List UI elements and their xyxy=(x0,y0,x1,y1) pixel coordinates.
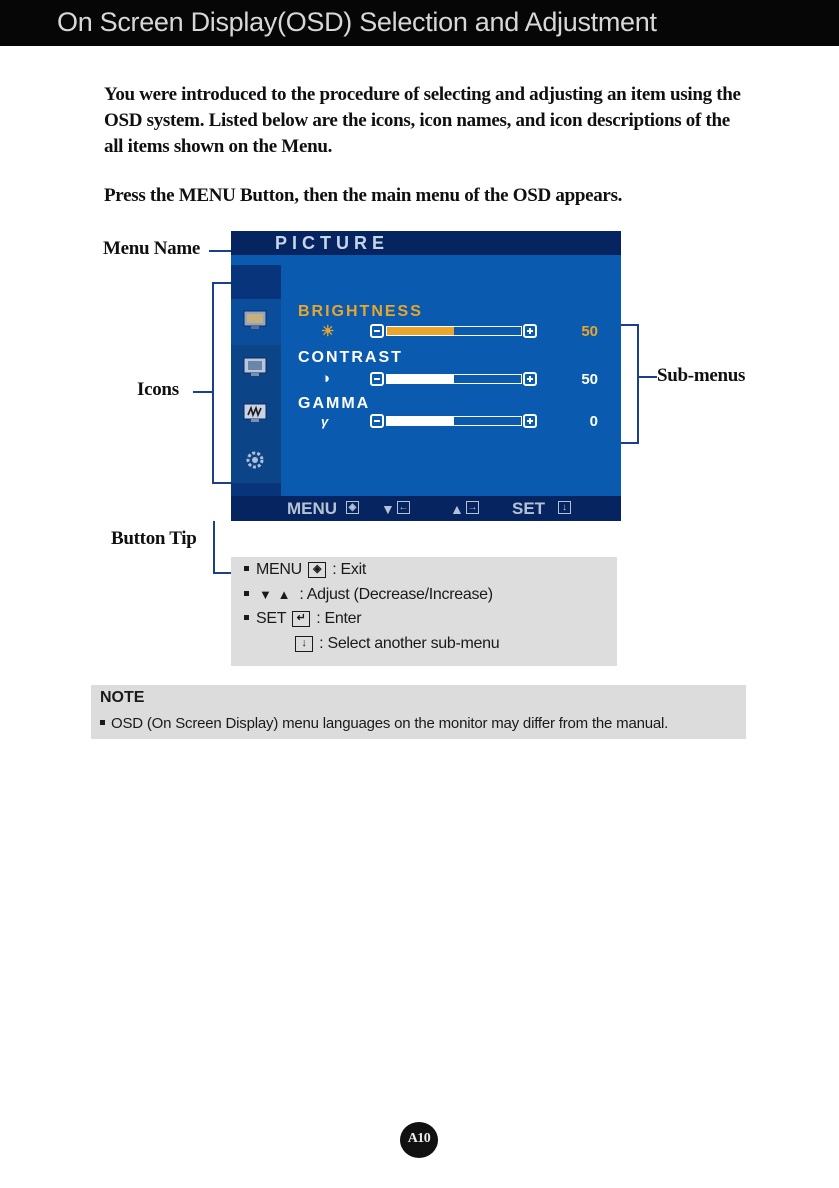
down-arrow-icon: ▼ xyxy=(381,501,395,517)
footer-menu-label: MENU xyxy=(287,499,338,518)
exit-key-icon: ◈ xyxy=(308,561,327,578)
up-triangle-icon: ▲ xyxy=(277,587,291,602)
intro-paragraph: You were introduced to the procedure of … xyxy=(104,84,741,157)
tip-enter: SET ↵ : Enter xyxy=(244,610,362,628)
down-triangle-icon: ▼ xyxy=(259,587,272,602)
tip-next-text: : Select another sub-menu xyxy=(319,635,500,652)
osd-icon-sidebar xyxy=(231,265,281,496)
tracking-icon xyxy=(243,357,267,376)
button-tip-bracket-vertical xyxy=(213,521,215,574)
submenus-bracket-vertical xyxy=(637,324,639,444)
sidebar-slot-settings[interactable] xyxy=(231,437,281,483)
minus-key-icon: ← xyxy=(397,501,410,514)
note-box: NOTE OSD (On Screen Display) menu langua… xyxy=(91,685,746,739)
note-text: OSD (On Screen Display) menu languages o… xyxy=(100,715,668,732)
gear-icon xyxy=(246,451,264,469)
brightness-icon: ☀ xyxy=(321,323,335,340)
submenu-label: CONTRAST xyxy=(298,349,403,366)
callout-menu-name: Menu Name xyxy=(103,238,201,259)
submenus-bracket-top xyxy=(608,324,638,326)
decrease-icon[interactable] xyxy=(370,324,384,338)
contrast-icon: ◑ xyxy=(321,370,331,387)
submenu-label: BRIGHTNESS xyxy=(298,303,423,320)
submenus-leader-line xyxy=(637,376,657,378)
icons-bracket-bottom xyxy=(212,482,231,484)
tip-enter-text: : Enter xyxy=(316,610,362,627)
footer-set-label: SET xyxy=(512,499,546,518)
osd-menu-panel: PICTURE xyxy=(231,231,621,521)
page-header-bar: On Screen Display(OSD) Selection and Adj… xyxy=(0,0,839,46)
gamma-slider[interactable] xyxy=(386,416,522,426)
down-key-icon: ↓ xyxy=(295,635,313,652)
contrast-slider[interactable] xyxy=(386,374,522,384)
callout-icons: Icons xyxy=(137,379,179,400)
page-number-badge: A10 xyxy=(400,1122,438,1158)
press-menu-instruction: Press the MENU Button, then the main men… xyxy=(104,185,623,206)
slider-fill xyxy=(387,327,454,335)
osd-title-bar: PICTURE xyxy=(231,231,621,255)
tip-menu-label: MENU xyxy=(256,561,302,578)
tip-adjust-text: : Adjust (Decrease/Increase) xyxy=(299,586,493,603)
callout-sub-menus: Sub-menus xyxy=(657,365,746,386)
increase-icon[interactable] xyxy=(523,414,537,428)
color-icon xyxy=(243,310,267,329)
icons-bracket-vertical xyxy=(212,282,214,484)
note-title: NOTE xyxy=(100,689,145,706)
decrease-icon[interactable] xyxy=(370,372,384,386)
tip-set-label: SET xyxy=(256,610,286,627)
tip-adjust: ▼ ▲ : Adjust (Decrease/Increase) xyxy=(244,586,493,604)
icons-bracket-top xyxy=(212,282,231,284)
increase-icon[interactable] xyxy=(523,372,537,386)
menu-name-leader-line xyxy=(209,250,231,252)
slider-fill xyxy=(387,417,454,425)
submenu-value: 0 xyxy=(589,413,598,430)
sidebar-slot-tracking[interactable] xyxy=(231,345,281,391)
page-number: A10 xyxy=(407,1131,431,1146)
tip-exit-text: : Exit xyxy=(332,561,366,578)
decrease-icon[interactable] xyxy=(370,414,384,428)
increase-icon[interactable] xyxy=(523,324,537,338)
up-arrow-icon: ▲ xyxy=(450,501,464,517)
osd-button-tip-bar: MENU ◈ ▼ ← ▲ → SET ↓ xyxy=(231,496,621,521)
slider-fill xyxy=(387,375,454,383)
note-body: OSD (On Screen Display) menu languages o… xyxy=(111,715,669,732)
callout-button-tip: Button Tip xyxy=(111,528,197,549)
tip-exit: MENU ◈ : Exit xyxy=(244,561,366,579)
osd-menu-name: PICTURE xyxy=(275,233,390,253)
submenus-bracket-bottom xyxy=(608,442,638,444)
exit-icon: ◈ xyxy=(346,501,359,514)
submenu-value: 50 xyxy=(581,323,598,340)
tip-next-submenu: ↓ : Select another sub-menu xyxy=(293,635,500,653)
gamma-icon: γ xyxy=(321,414,329,429)
select-key-icon: ↓ xyxy=(558,501,571,514)
button-tip-bracket-bottom xyxy=(213,572,231,574)
page-title: On Screen Display(OSD) Selection and Adj… xyxy=(57,7,657,37)
sidebar-slot-setup[interactable] xyxy=(231,391,281,437)
button-tip-legend: MENU ◈ : Exit ▼ ▲ : Adjust (Decrease/Incr… xyxy=(231,557,617,666)
submenu-value: 50 xyxy=(581,371,598,388)
plus-key-icon: → xyxy=(466,501,479,514)
submenu-label: GAMMA xyxy=(298,395,371,412)
icons-leader-line xyxy=(193,391,213,393)
setup-icon xyxy=(243,403,267,422)
enter-key-icon: ↵ xyxy=(292,610,311,627)
sidebar-slot-color[interactable] xyxy=(231,299,281,345)
brightness-slider[interactable] xyxy=(386,326,522,336)
